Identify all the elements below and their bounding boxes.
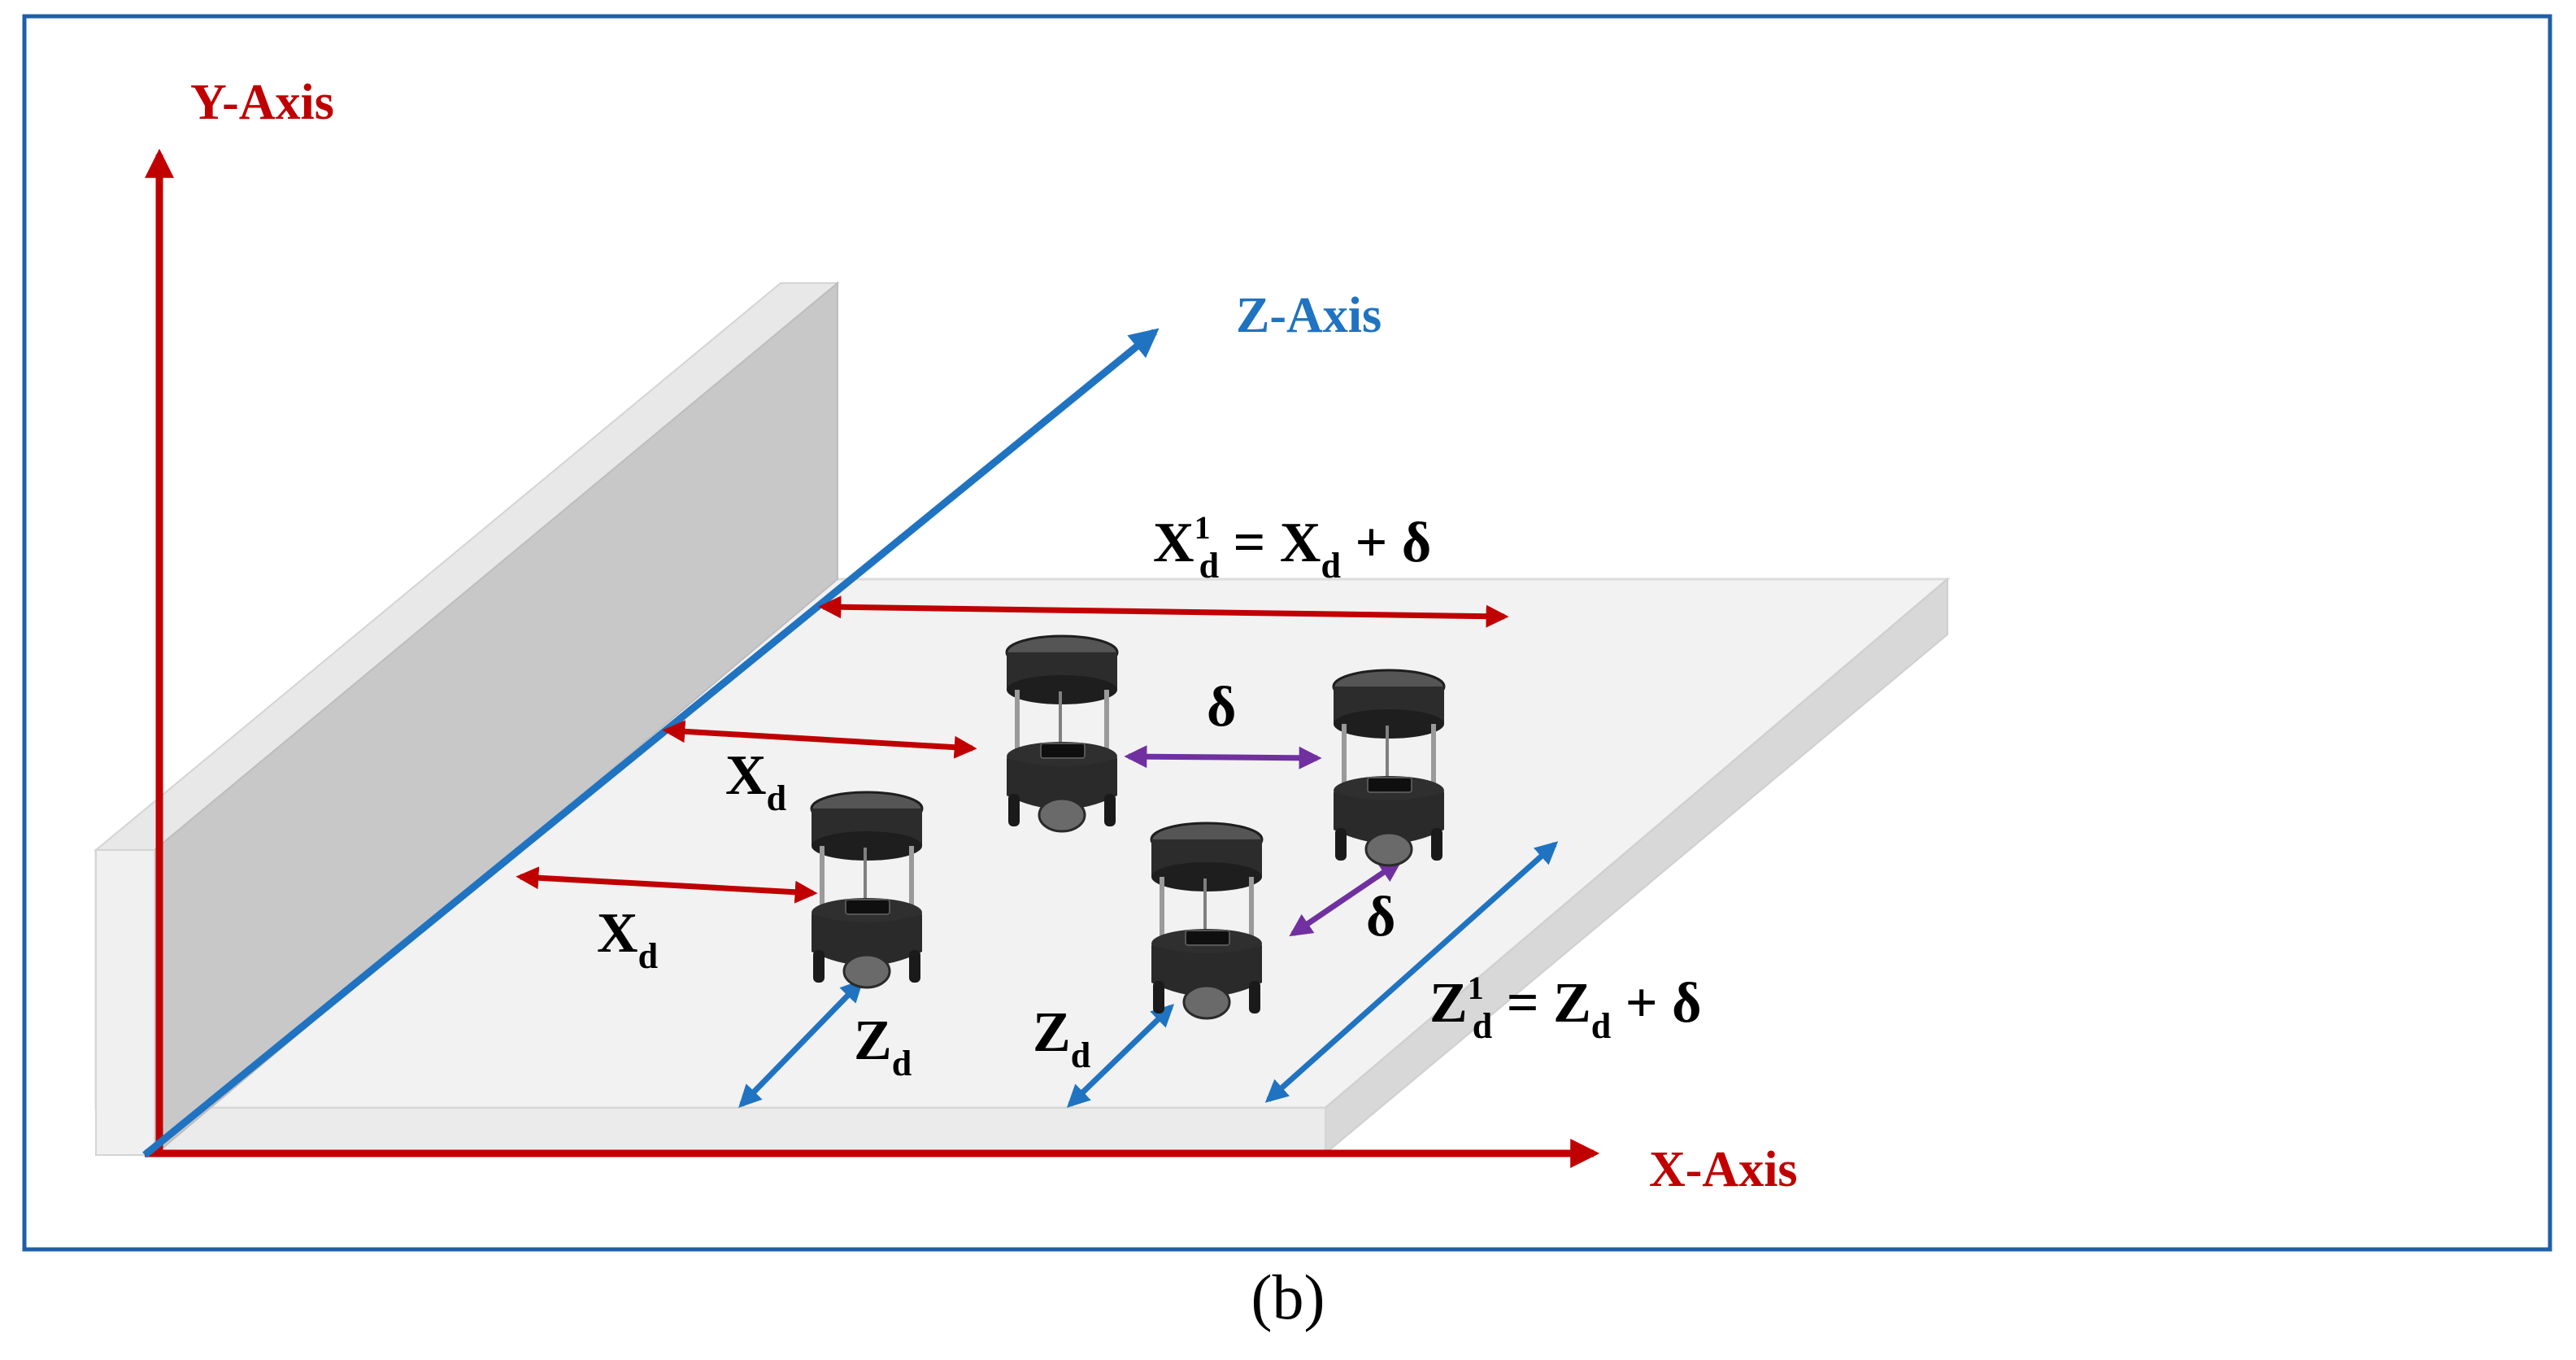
zd-left-label: Zd — [854, 1009, 912, 1083]
delta-right-label: δ — [1366, 886, 1395, 948]
z-axis-label: Z-Axis — [1236, 288, 1382, 343]
figure-caption: (b) — [1251, 1262, 1325, 1332]
delta-top-arrow — [1124, 745, 1322, 769]
right-span-arrow — [1264, 841, 1559, 1103]
top-span-arrow — [818, 595, 1509, 628]
figure-frame — [22, 14, 2552, 1252]
zd-left-arrow — [738, 979, 864, 1109]
xd-lower-label: Xd — [597, 902, 658, 976]
y-axis-label: Y-Axis — [190, 75, 334, 130]
z-axis-arrow — [142, 328, 1160, 1158]
zd-middle-label: Zd — [1033, 1001, 1090, 1075]
x-axis-label: X-Axis — [1649, 1142, 1798, 1197]
zd-middle-arrow — [1066, 1004, 1175, 1108]
delta-top-label: δ — [1207, 676, 1236, 739]
xd-upper-arrow — [662, 720, 977, 759]
xd-lower-arrow — [516, 866, 818, 904]
xd-upper-label: Xd — [725, 744, 786, 818]
wall — [94, 281, 840, 1157]
